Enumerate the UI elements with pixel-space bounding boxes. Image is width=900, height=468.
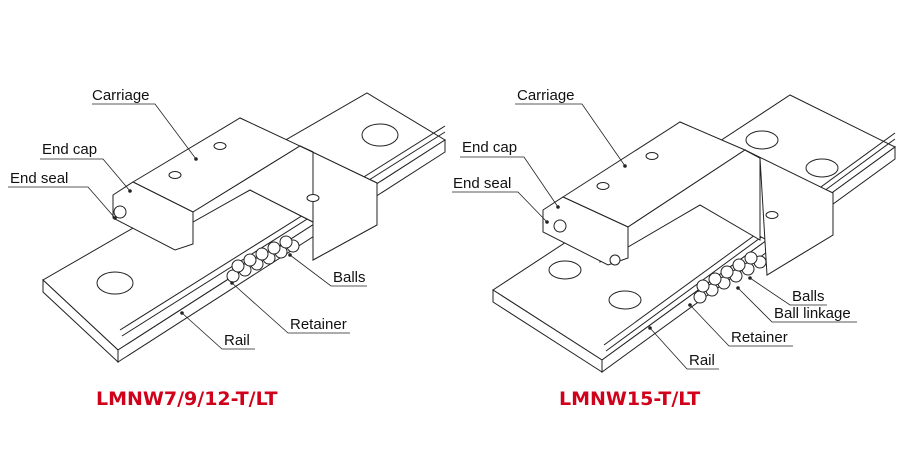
label-end-cap: End cap — [42, 141, 98, 158]
label-carriage: Carriage — [92, 87, 150, 104]
right-model-title: LMNW15-T/LT — [559, 388, 701, 410]
right-carriage — [542, 121, 834, 276]
label-ball-linkage: Ball linkage — [774, 305, 851, 322]
left-model-title: LMNW7/9/12-T/LT — [96, 388, 278, 410]
left-leader-dots — [113, 157, 292, 315]
right-balls — [693, 251, 767, 304]
left-carriage — [112, 117, 378, 261]
right-leader-dots — [545, 164, 752, 330]
left-leader-lines — [8, 103, 367, 350]
label-rail: Rail — [689, 352, 715, 369]
label-end-cap: End cap — [462, 139, 518, 156]
label-end-seal: End seal — [453, 175, 512, 192]
label-carriage: Carriage — [517, 87, 575, 104]
right-leader-lines — [452, 103, 857, 370]
label-balls: Balls — [333, 269, 366, 286]
label-end-seal: End seal — [10, 170, 69, 187]
left-balls — [226, 235, 300, 283]
label-retainer: Retainer — [290, 316, 347, 333]
label-balls: Balls — [792, 288, 825, 305]
label-rail: Rail — [224, 332, 250, 349]
label-retainer: Retainer — [731, 329, 788, 346]
